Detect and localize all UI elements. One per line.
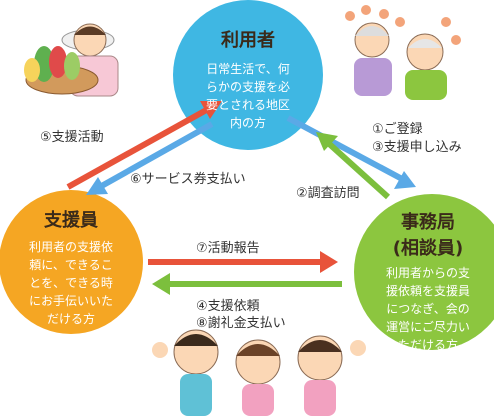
supporter-desc-line: 頼に、できるこ bbox=[29, 258, 113, 272]
arrow-activity-report bbox=[148, 251, 338, 273]
label-request-2: ⑧謝礼金支払い bbox=[196, 316, 286, 331]
user-description: 日常生活で、何 らかの支援を必 要とされる地区 内の方 bbox=[178, 60, 318, 132]
office-desc-line: 援依頼を支援員 bbox=[385, 284, 470, 298]
user-desc-line: らかの支援を必 bbox=[205, 80, 290, 94]
user-node: 利用者 日常生活で、何 らかの支援を必 要とされる地区 内の方 bbox=[178, 26, 318, 132]
user-desc-line: 内の方 bbox=[229, 116, 266, 130]
elderly-couple-illustration bbox=[345, 5, 461, 100]
arrow-survey-visit bbox=[316, 132, 391, 200]
office-desc-line: 運営にご尽力い bbox=[386, 320, 470, 334]
office-description: 利用者からの支 援依頼を支援員 につなぎ、会の 運営にご尽力い ただける方 bbox=[362, 264, 494, 354]
supporter-desc-line: だける方 bbox=[46, 312, 95, 326]
three-helpers-illustration bbox=[152, 329, 366, 416]
supporter-desc-line: 利用者の支援依 bbox=[28, 240, 113, 254]
label-support-activity: ⑤支援活動 bbox=[40, 130, 104, 145]
label-registration-2: ③支援申し込み bbox=[372, 140, 462, 155]
label-service-ticket: ⑥サービス券支払い bbox=[130, 172, 246, 187]
arrow-request bbox=[152, 273, 342, 295]
office-title-line: 事務局 bbox=[401, 212, 455, 233]
office-desc-line: ただける方 bbox=[397, 338, 458, 352]
supporter-circle bbox=[0, 190, 143, 334]
office-desc-line: につなぎ、会の bbox=[386, 302, 470, 316]
vendor-woman-illustration bbox=[24, 23, 119, 97]
office-desc-line: 利用者からの支 bbox=[385, 266, 470, 280]
supporter-node: 支援員 利用者の支援依 頼に、できるこ とを、できる時 にお手伝いいた だける方 bbox=[8, 206, 134, 328]
label-activity-report: ⑦活動報告 bbox=[196, 241, 260, 256]
office-node: 事務局 (相談員) 利用者からの支 援依頼を支援員 につなぎ、会の 運営にご尽力… bbox=[362, 208, 494, 354]
office-title: 事務局 (相談員) bbox=[362, 208, 494, 260]
label-survey-visit: ②調査訪問 bbox=[296, 186, 360, 201]
arrow-service-ticket bbox=[86, 121, 214, 195]
user-desc-line: 要とされる地区 bbox=[205, 98, 290, 112]
label-request-1: ④支援依頼 bbox=[196, 299, 260, 314]
user-desc-line: 日常生活で、何 bbox=[206, 62, 290, 76]
user-title: 利用者 bbox=[221, 30, 275, 51]
office-title-line: (相談員) bbox=[392, 238, 464, 259]
arrow-registration bbox=[286, 115, 416, 189]
label-registration-1: ①ご登録 bbox=[372, 122, 423, 137]
office-circle bbox=[354, 194, 494, 350]
supporter-desc-line: にお手伝いいた bbox=[28, 294, 113, 308]
supporter-description: 利用者の支援依 頼に、できるこ とを、できる時 にお手伝いいた だける方 bbox=[8, 238, 134, 328]
supporter-desc-line: とを、できる時 bbox=[29, 276, 113, 290]
arrow-support-activity bbox=[66, 101, 222, 190]
supporter-title: 支援員 bbox=[44, 210, 98, 231]
